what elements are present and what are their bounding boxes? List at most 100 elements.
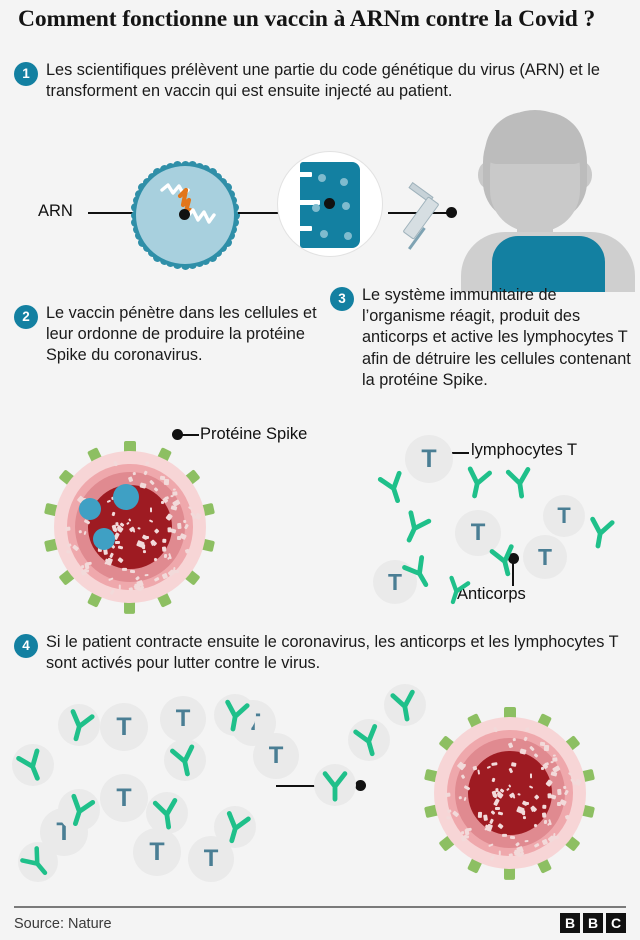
bbc-logo-letter-3: C — [606, 913, 626, 933]
t-lymphocyte-icon: T — [100, 774, 148, 822]
lipid-dot — [180, 260, 190, 270]
t-lymphocyte-icon: T — [133, 828, 181, 876]
antibody-icon — [226, 811, 251, 844]
antibody-glyph — [57, 789, 101, 837]
vial-leader-dot — [324, 198, 335, 209]
virus-rna-fleck — [141, 544, 146, 550]
antibody-wrapper — [503, 465, 537, 499]
spike-leader-line — [181, 434, 199, 436]
antibody-icon — [402, 555, 429, 588]
step-4-text: Si le patient contracte ensuite le coron… — [46, 633, 619, 673]
virus-rna-fleck — [498, 850, 501, 856]
antibody-glyph — [372, 466, 416, 514]
virus-rna-fleck — [524, 727, 530, 731]
antibody-attack-dot — [355, 780, 366, 791]
t-lymphocyte-icon: T — [405, 435, 453, 483]
lipid-dot — [222, 237, 232, 247]
virus-rna-fleck — [494, 807, 500, 811]
virus-rna-fleck — [541, 812, 547, 818]
antibody-icon — [170, 744, 195, 777]
antibody-icon — [406, 510, 432, 543]
lipid-dot — [159, 255, 169, 265]
antibody-glyph — [456, 462, 497, 507]
virus-rna-fleck — [118, 584, 121, 590]
lipid-dot — [194, 258, 204, 268]
antibody-icon — [353, 724, 378, 757]
antibody-icon — [322, 771, 348, 802]
virus-rna-fleck — [149, 507, 152, 513]
page-title: Comment fonctionne un vaccin à ARNm cont… — [18, 6, 596, 32]
antibody-glyph — [318, 768, 352, 807]
antibody-wrapper — [460, 465, 494, 499]
antibody-wrapper — [383, 683, 427, 727]
virus-rna-fleck — [521, 810, 526, 816]
antibody-icon — [590, 516, 615, 549]
spike-leader-dot — [172, 429, 183, 440]
antibody-glyph — [147, 794, 186, 837]
antibody-icon — [489, 544, 514, 577]
bbc-logo-letter-1: B — [560, 913, 580, 933]
vial-measure-line — [286, 200, 320, 205]
virus-rna-fleck — [132, 471, 137, 475]
antibody-wrapper — [145, 791, 189, 835]
lipid-dot — [229, 217, 239, 227]
t-lymphocyte-icon: T — [253, 733, 299, 779]
antibody-glyph — [10, 743, 56, 792]
vial-particle — [320, 230, 328, 238]
antibody-glyph — [484, 539, 526, 585]
lipid-dot — [213, 172, 223, 182]
vaccine-particle — [79, 498, 101, 520]
lipid-dot — [131, 217, 140, 227]
antibody-wrapper — [402, 555, 437, 589]
antibody-glyph — [436, 571, 475, 614]
antibody-icon — [20, 846, 48, 876]
t-lymphocyte-icon: T — [543, 495, 585, 537]
coronavirus-icon — [35, 432, 225, 622]
lipid-dot — [173, 259, 183, 269]
lipid-dot — [135, 231, 145, 241]
t-lymphocyte-icon: T — [523, 535, 567, 579]
antibody-glyph — [347, 719, 390, 766]
lipid-dot — [201, 255, 211, 265]
lipid-dot — [207, 168, 217, 178]
lipid-dot — [132, 224, 142, 234]
antibody-glyph — [580, 512, 620, 556]
lipid-dot — [180, 160, 190, 170]
antibody-icon — [505, 467, 531, 499]
lymphocyte-leader-line — [447, 452, 469, 454]
antibody-wrapper — [57, 788, 101, 832]
step-2-badge: 2 — [14, 305, 38, 329]
vaccine-particle — [113, 484, 139, 510]
step-1-badge: 1 — [14, 62, 38, 86]
lipid-dot — [218, 243, 228, 253]
antibody-glyph — [164, 740, 205, 785]
antibody-leader-line — [512, 558, 514, 586]
antibody-wrapper — [11, 743, 55, 787]
antibody-wrapper — [377, 470, 411, 504]
lipid-dot — [222, 183, 232, 193]
virus-rna-fleck — [529, 773, 532, 779]
lipid-dot — [138, 237, 148, 247]
lipid-dot — [130, 210, 140, 220]
panel-4-illustration: TTTTTTTT — [0, 683, 640, 903]
vial-particle — [318, 174, 326, 182]
arn-leader-dot — [179, 209, 190, 220]
lipid-dot — [166, 258, 176, 268]
vial-body — [286, 162, 360, 248]
virus-rna-fleck — [66, 550, 71, 554]
virus-rna-fleck — [544, 744, 550, 751]
vaccine-particle — [93, 528, 115, 550]
antibody-icon — [225, 699, 250, 732]
virus-rna-fleck — [501, 833, 507, 837]
lipid-dot — [207, 252, 217, 262]
step-2-text: Le vaccin pénètre dans les cellules et l… — [46, 304, 317, 365]
antibody-glyph — [385, 685, 425, 729]
panel-1-illustration: ARN — [0, 110, 640, 292]
lipid-dot — [218, 177, 228, 187]
antibody-wrapper — [213, 805, 257, 849]
virus-rna-fleck — [161, 546, 167, 552]
lipid-dot — [173, 161, 183, 170]
lipid-dot — [225, 189, 235, 199]
lipid-dot — [147, 248, 157, 258]
